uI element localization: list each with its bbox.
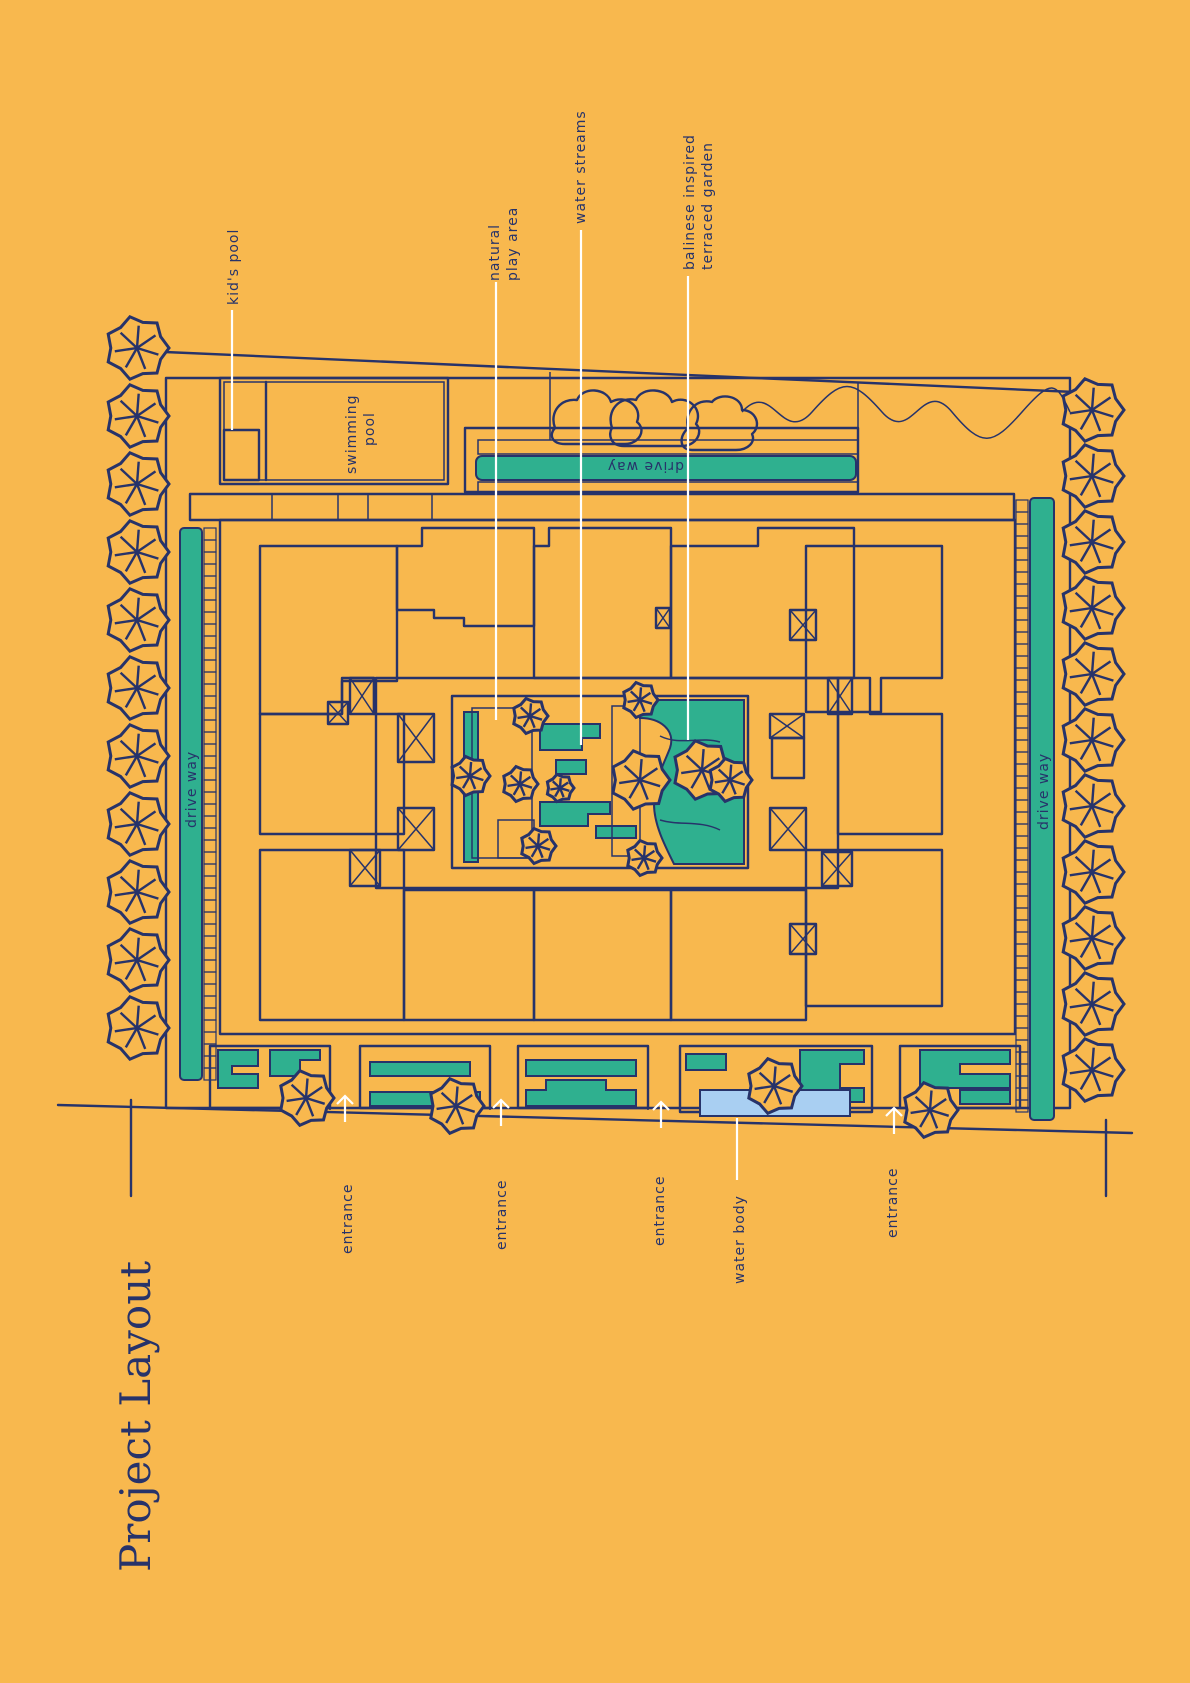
top-hedges	[463, 385, 1071, 494]
tree-icon	[545, 772, 576, 804]
tree-icon	[502, 764, 540, 804]
label-entrance-1: entrance	[340, 1184, 356, 1255]
tree-icon	[106, 382, 171, 450]
building-blocks	[218, 518, 1017, 1036]
label-entrance-4: entrance	[885, 1168, 901, 1239]
tree-icon	[450, 754, 492, 798]
tree-icon	[1061, 904, 1126, 972]
entrance-arrows	[336, 1094, 903, 1134]
label-swimming-pool-line1: swimming	[344, 394, 360, 474]
paving-right	[1015, 499, 1029, 1113]
drive-way-right	[1029, 497, 1055, 1121]
tree-icon	[106, 858, 171, 926]
label-natural-play-area-line1: natural	[487, 224, 503, 281]
boundary-trees-right	[1061, 376, 1126, 1104]
swimming-pool-area	[218, 376, 450, 486]
tree-icon	[106, 654, 171, 722]
paved-strip	[188, 492, 1016, 522]
tree-icon	[1061, 706, 1126, 774]
label-balinese-line1: balinese inspired	[682, 134, 698, 270]
tree-icon	[106, 994, 171, 1062]
tree-icon	[622, 680, 660, 720]
label-entrance-3: entrance	[652, 1176, 668, 1247]
label-balinese-line2: terraced garden	[700, 142, 716, 270]
label-drive-way-top: drive way	[607, 458, 684, 474]
courtyard-trees	[450, 680, 754, 878]
tree-icon	[1061, 838, 1126, 906]
tree-icon	[106, 314, 171, 382]
tree-icon	[626, 838, 664, 878]
tree-icon	[1061, 970, 1126, 1038]
drive-way-left	[179, 527, 203, 1081]
tree-icon	[106, 518, 171, 586]
tree-icon	[1061, 508, 1126, 576]
label-drive-way-right: drive way	[1036, 753, 1052, 830]
tree-icon	[106, 926, 171, 994]
label-swimming-pool-line2: pool	[362, 412, 378, 446]
kids-pool-shape	[222, 428, 261, 482]
label-water-streams: water streams	[573, 110, 589, 224]
tree-icon	[747, 1056, 804, 1116]
paving-left	[203, 527, 217, 1081]
tree-icon	[1061, 442, 1126, 510]
tree-icon	[1061, 772, 1126, 840]
tree-icon	[708, 756, 754, 804]
tree-icon	[1061, 376, 1126, 444]
boundary-trees-left	[106, 314, 171, 1062]
label-kids-pool: kid's pool	[226, 229, 242, 305]
tree-icon	[512, 696, 550, 736]
tree-icon	[106, 450, 171, 518]
tree-icon	[106, 790, 171, 858]
label-natural-play-area-line2: play area	[505, 207, 521, 281]
page-title: Project Layout	[111, 1261, 160, 1572]
tree-icon	[279, 1068, 336, 1128]
label-drive-way-left: drive way	[184, 751, 200, 828]
tree-icon	[1061, 574, 1126, 642]
tree-icon	[106, 722, 171, 790]
tree-icon	[1061, 640, 1126, 708]
entrance-hedges	[208, 1044, 1022, 1117]
tree-icon	[520, 826, 558, 866]
label-entrance-2: entrance	[494, 1180, 510, 1251]
label-water-body: water body	[732, 1195, 748, 1284]
entrance-trees	[279, 1056, 960, 1140]
tree-icon	[1061, 1036, 1126, 1104]
tree-icon	[429, 1076, 486, 1136]
tree-icon	[903, 1080, 960, 1140]
tree-icon	[106, 586, 171, 654]
tree-icon	[611, 748, 672, 812]
leader-lines	[230, 230, 739, 1180]
